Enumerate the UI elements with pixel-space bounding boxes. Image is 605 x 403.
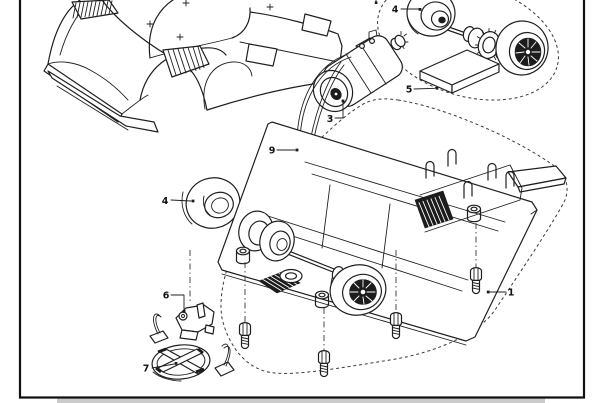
screw bbox=[389, 312, 403, 340]
screw bbox=[317, 350, 331, 378]
part-number: 3 bbox=[327, 114, 334, 125]
chassis bbox=[217, 98, 568, 374]
label-guide-flag: 7 bbox=[143, 362, 178, 375]
part-number: 6 bbox=[163, 291, 170, 302]
front-wheel-mounted bbox=[329, 264, 387, 316]
part-number: 4 bbox=[162, 196, 169, 207]
next-page-edge bbox=[57, 398, 545, 403]
label-rear-axle-assembly: 4 bbox=[392, 5, 422, 16]
motor-mount bbox=[414, 148, 523, 233]
part-number: 9 bbox=[269, 146, 276, 157]
label-guide-holder: 6 bbox=[163, 291, 186, 313]
label-sponge-block: 5 bbox=[406, 85, 439, 96]
part-number: 7 bbox=[143, 364, 150, 375]
body-vent-hatch-left bbox=[72, 0, 113, 19]
rear-wing bbox=[507, 165, 567, 193]
car-body-shell bbox=[43, 0, 378, 133]
rear-axle-assembly bbox=[377, 0, 559, 101]
body-fastener-marks bbox=[146, 0, 274, 41]
sponge-block bbox=[419, 49, 500, 94]
guide-flag bbox=[151, 344, 211, 382]
rear-wheel-right bbox=[495, 20, 549, 76]
part-labels: 4 5 3 9 4 1 6 7 bbox=[143, 5, 515, 375]
braid-contact-left bbox=[149, 313, 169, 344]
guide-seat bbox=[279, 268, 303, 284]
part-number: 5 bbox=[406, 85, 413, 96]
part-number: 1 bbox=[508, 288, 515, 299]
figure-frame bbox=[18, 0, 586, 403]
label-front-tire: 4 bbox=[162, 196, 195, 207]
braid-contact-right bbox=[214, 343, 235, 377]
screw bbox=[238, 322, 252, 350]
label-motor: 3 bbox=[327, 99, 345, 125]
label-chassis: 1 bbox=[486, 288, 515, 299]
body-vent-hatch-right bbox=[167, 46, 205, 76]
motor-pinion bbox=[388, 31, 409, 51]
screw bbox=[469, 267, 483, 295]
screw-axes bbox=[189, 223, 477, 351]
front-tire bbox=[181, 177, 241, 229]
rear-wheel-left bbox=[406, 0, 456, 37]
label-motor-wires: 9 bbox=[269, 146, 299, 157]
guide-holder bbox=[175, 302, 215, 341]
part-number: 4 bbox=[392, 5, 399, 16]
motor bbox=[312, 29, 409, 113]
